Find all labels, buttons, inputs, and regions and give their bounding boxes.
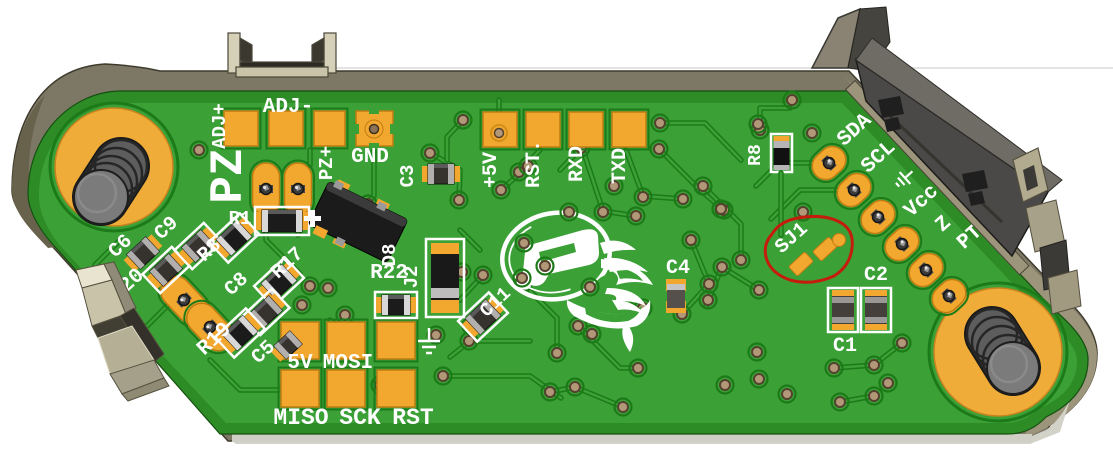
svg-text:MISO: MISO	[273, 405, 328, 431]
svg-text:MOSI: MOSI	[323, 352, 373, 375]
svg-text:R8: R8	[746, 144, 766, 166]
svg-text:RST: RST	[392, 405, 434, 431]
svg-text:TXD: TXD	[609, 148, 632, 184]
svg-text:PZ: PZ	[203, 148, 255, 203]
svg-text:RST.: RST.	[523, 140, 546, 188]
svg-text:R1: R1	[229, 208, 252, 230]
svg-text:GND: GND	[351, 146, 389, 169]
svg-text:J2: J2	[401, 266, 423, 289]
svg-text:C2: C2	[864, 264, 888, 287]
svg-text:R22: R22	[370, 262, 408, 285]
svg-text:RXD: RXD	[566, 146, 589, 182]
svg-text:C1: C1	[833, 335, 857, 358]
svg-text:ADJ-: ADJ-	[263, 96, 313, 119]
svg-text:C3: C3	[397, 165, 419, 188]
svg-text:+5V: +5V	[480, 152, 503, 188]
svg-text:D8: D8	[379, 244, 401, 267]
svg-text:5V: 5V	[287, 352, 313, 375]
svg-text:ADJ+: ADJ+	[209, 103, 231, 149]
svg-text:SCK: SCK	[339, 405, 381, 431]
svg-text:PZ+: PZ+	[316, 146, 338, 180]
svg-text:C4: C4	[666, 257, 690, 280]
